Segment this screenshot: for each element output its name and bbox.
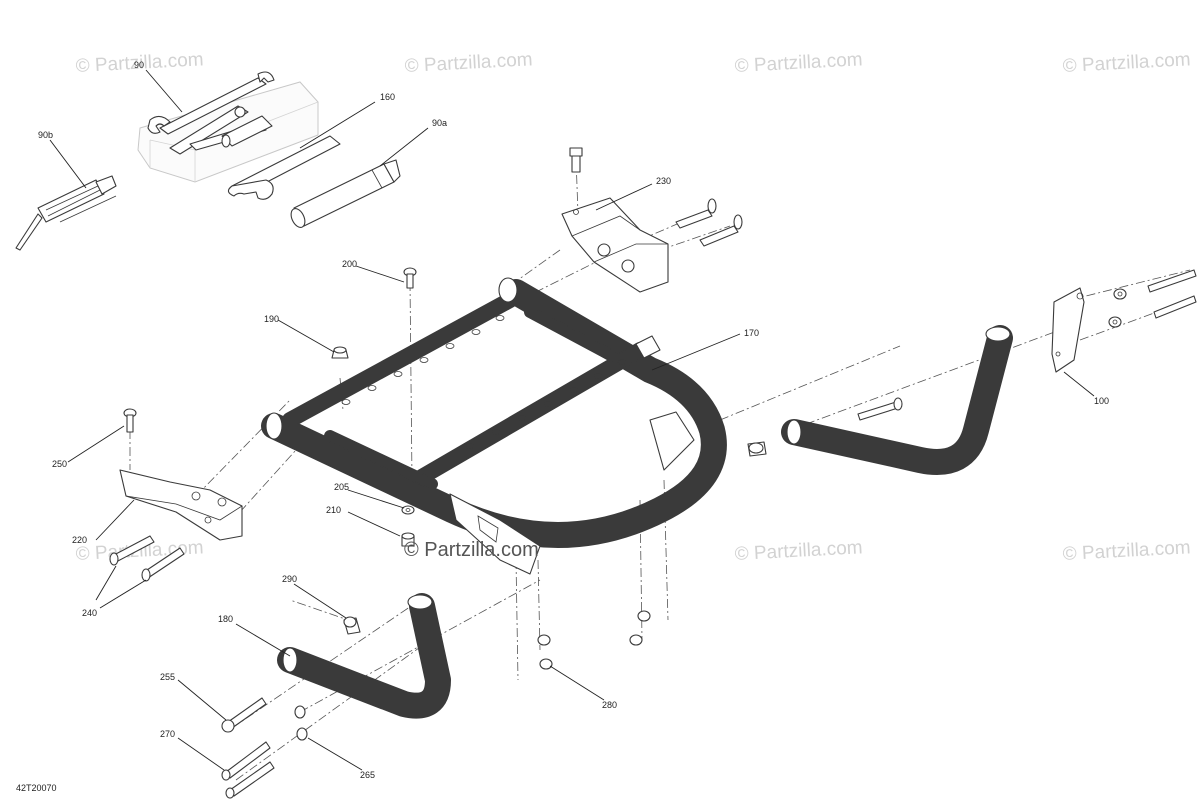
diagram-code: 42T20070 (16, 783, 57, 793)
callout-190[interactable]: 190 (264, 314, 279, 324)
spacer-290[interactable] (343, 616, 361, 635)
callout-220[interactable]: 220 (72, 535, 87, 545)
callout-290[interactable]: 290 (282, 574, 297, 584)
watermark-7: © Partzilla.com (1062, 537, 1191, 565)
right-washers[interactable] (1108, 288, 1127, 328)
top-bolt-200[interactable] (403, 267, 417, 289)
bolt-250[interactable] (123, 408, 137, 433)
watermark-4: © Partzilla.com (1062, 49, 1191, 77)
callout-265[interactable]: 265 (360, 770, 375, 780)
watermark-2: © Partzilla.com (404, 49, 533, 77)
washers-265[interactable] (294, 705, 308, 741)
screwdriver[interactable] (15, 175, 117, 251)
bracket-bolt-top[interactable] (569, 147, 583, 173)
washer-205[interactable] (401, 505, 415, 515)
callout-170[interactable]: 170 (744, 328, 759, 338)
callout-255[interactable]: 255 (160, 672, 175, 682)
long-bolts-right[interactable] (675, 198, 743, 247)
bolts-240[interactable] (109, 535, 185, 582)
right-long-bolts[interactable] (1147, 269, 1197, 319)
watermarks: © Partzilla.com © Partzilla.com © Partzi… (75, 49, 1191, 565)
combination-wrench[interactable] (147, 71, 275, 135)
flat-spanner[interactable] (227, 135, 341, 200)
spark-plug-socket-small[interactable] (221, 115, 273, 148)
callout-240[interactable]: 240 (82, 608, 97, 618)
left-mounting-bracket[interactable] (119, 469, 243, 541)
callout-180[interactable]: 180 (218, 614, 233, 624)
callout-280[interactable]: 280 (602, 700, 617, 710)
rear-rack-frame[interactable] (261, 277, 727, 575)
bolts-270[interactable] (221, 741, 275, 799)
callout-250[interactable]: 250 (52, 459, 67, 469)
upper-mounting-bracket[interactable] (561, 197, 669, 293)
bolt-255[interactable] (221, 697, 267, 733)
callout-160[interactable]: 160 (380, 92, 395, 102)
watermark-6: © Partzilla.com (734, 537, 863, 565)
flanged-nut-190[interactable] (331, 346, 349, 359)
right-bracket-100[interactable] (1051, 287, 1085, 373)
right-rail-nut[interactable] (747, 441, 767, 457)
right-rail-bolt[interactable] (857, 397, 903, 421)
nuts-280[interactable] (537, 610, 651, 670)
callout-90b[interactable]: 90b (38, 130, 53, 140)
callout-200[interactable]: 200 (342, 259, 357, 269)
callout-210[interactable]: 210 (326, 505, 341, 515)
callout-leaders (49, 69, 1095, 771)
tubular-socket-wrench[interactable] (288, 159, 401, 230)
left-side-rail[interactable] (277, 593, 451, 719)
callout-230[interactable]: 230 (656, 176, 671, 186)
callout-90a[interactable]: 90a (432, 118, 447, 128)
center-watermark: © Partzilla.com (404, 539, 539, 561)
watermark-3: © Partzilla.com (734, 49, 863, 77)
callout-100[interactable]: 100 (1094, 396, 1109, 406)
callout-labels: 90 90b 160 90a 230 200 190 170 100 250 2… (38, 60, 1109, 780)
right-side-rail[interactable] (781, 325, 1013, 475)
nut-210[interactable] (401, 532, 415, 547)
callout-270[interactable]: 270 (160, 729, 175, 739)
callout-205[interactable]: 205 (334, 482, 349, 492)
callout-90[interactable]: 90 (134, 60, 144, 70)
